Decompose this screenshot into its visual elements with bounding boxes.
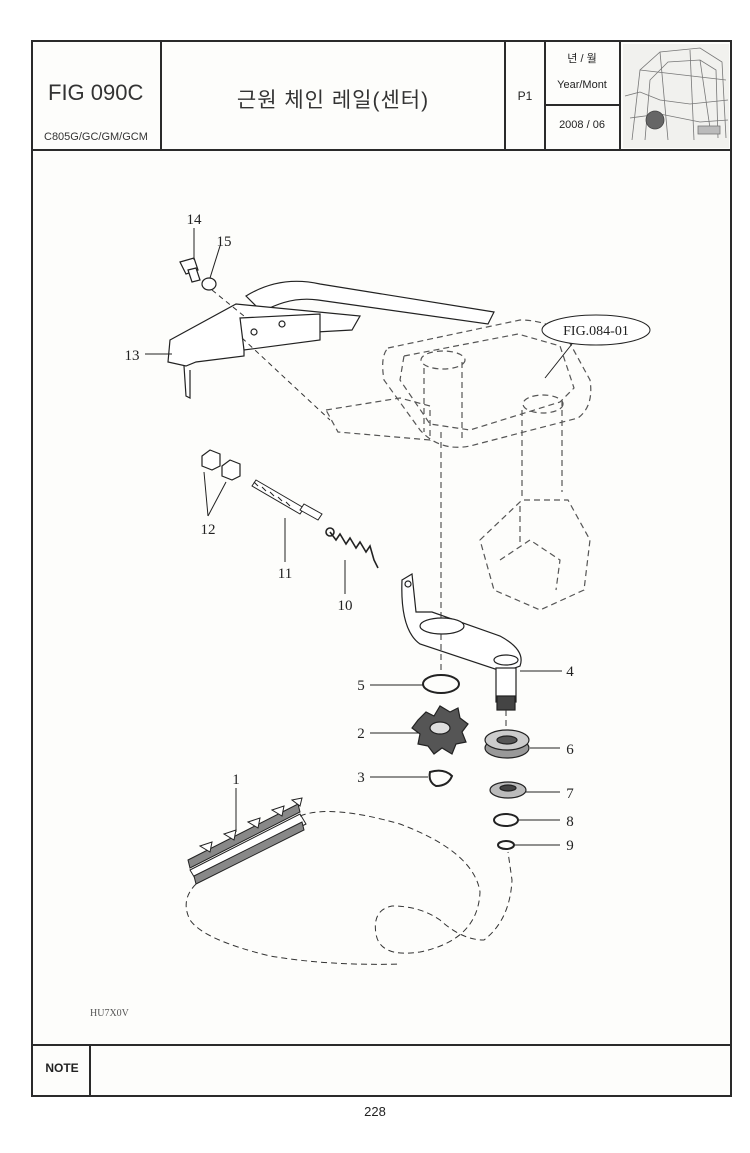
page-frame (31, 40, 732, 1097)
note-divider (89, 1044, 91, 1096)
callout-1: 1 (232, 772, 240, 788)
issue-date: 2008 / 06 (559, 119, 605, 131)
reference-label: FIG.084-01 (563, 324, 629, 339)
callout-labels: 1 2 3 4 5 6 7 8 9 10 11 12 13 14 15 (125, 212, 575, 854)
page-label: P1 (517, 89, 533, 103)
callout-10: 10 (338, 598, 353, 614)
internal-snap-ring-part (493, 813, 519, 827)
callout-13: 13 (125, 348, 140, 364)
callout-5: 5 (357, 678, 365, 694)
note-top-rule (31, 1044, 732, 1046)
date-cell-rule (544, 104, 620, 106)
bearing-housing-part (484, 729, 530, 759)
arm-bracket-part (401, 573, 522, 711)
shaft-snap-ring-part (497, 840, 515, 850)
callout-15: 15 (217, 234, 232, 250)
callout-7: 7 (566, 786, 574, 802)
page-number: 228 (364, 1104, 386, 1119)
callout-14: 14 (187, 212, 203, 228)
chain-loop-outline (185, 811, 513, 965)
callout-3: 3 (357, 770, 365, 786)
year-month-korean-label: 년 / 월 (567, 53, 597, 65)
header-bottom-rule (31, 149, 732, 151)
figure-code: FIG 090C (48, 80, 144, 105)
header-divider-4 (619, 40, 621, 150)
snap-ring-part (422, 674, 460, 694)
callout-leaders (145, 228, 562, 846)
header-divider-1 (160, 40, 162, 150)
callout-12: 12 (201, 522, 216, 538)
callout-11: 11 (278, 566, 292, 582)
callout-4: 4 (566, 664, 574, 680)
sprocket-part (411, 705, 469, 755)
callout-2: 2 (357, 726, 365, 742)
header-divider-3 (544, 40, 546, 150)
tension-spring-part (325, 527, 379, 569)
reference-leader (544, 343, 573, 379)
reference-assembly-outline (325, 319, 592, 611)
page-title: 근원 체인 레일(센터) (236, 89, 430, 112)
model-numbers: C805G/GC/GM/GCM (44, 131, 148, 143)
callout-8: 8 (566, 814, 574, 830)
nut-parts (201, 449, 241, 481)
adjusting-bolt-part (251, 479, 323, 521)
note-label: NOTE (45, 1061, 79, 1075)
ball-bearing-part (489, 781, 527, 799)
guide-rail-part (167, 280, 495, 399)
header-divider-2 (504, 40, 506, 150)
flange-bolt-part (179, 257, 201, 283)
reference-balloon (541, 314, 651, 346)
chain-part (187, 797, 307, 885)
callout-6: 6 (566, 742, 574, 758)
e-ring-part (428, 769, 454, 788)
washer-part (201, 277, 217, 291)
year-month-english-label: Year/Mont (557, 79, 607, 91)
drawing-code: HU7X0V (90, 1008, 129, 1019)
callout-9: 9 (566, 838, 574, 854)
